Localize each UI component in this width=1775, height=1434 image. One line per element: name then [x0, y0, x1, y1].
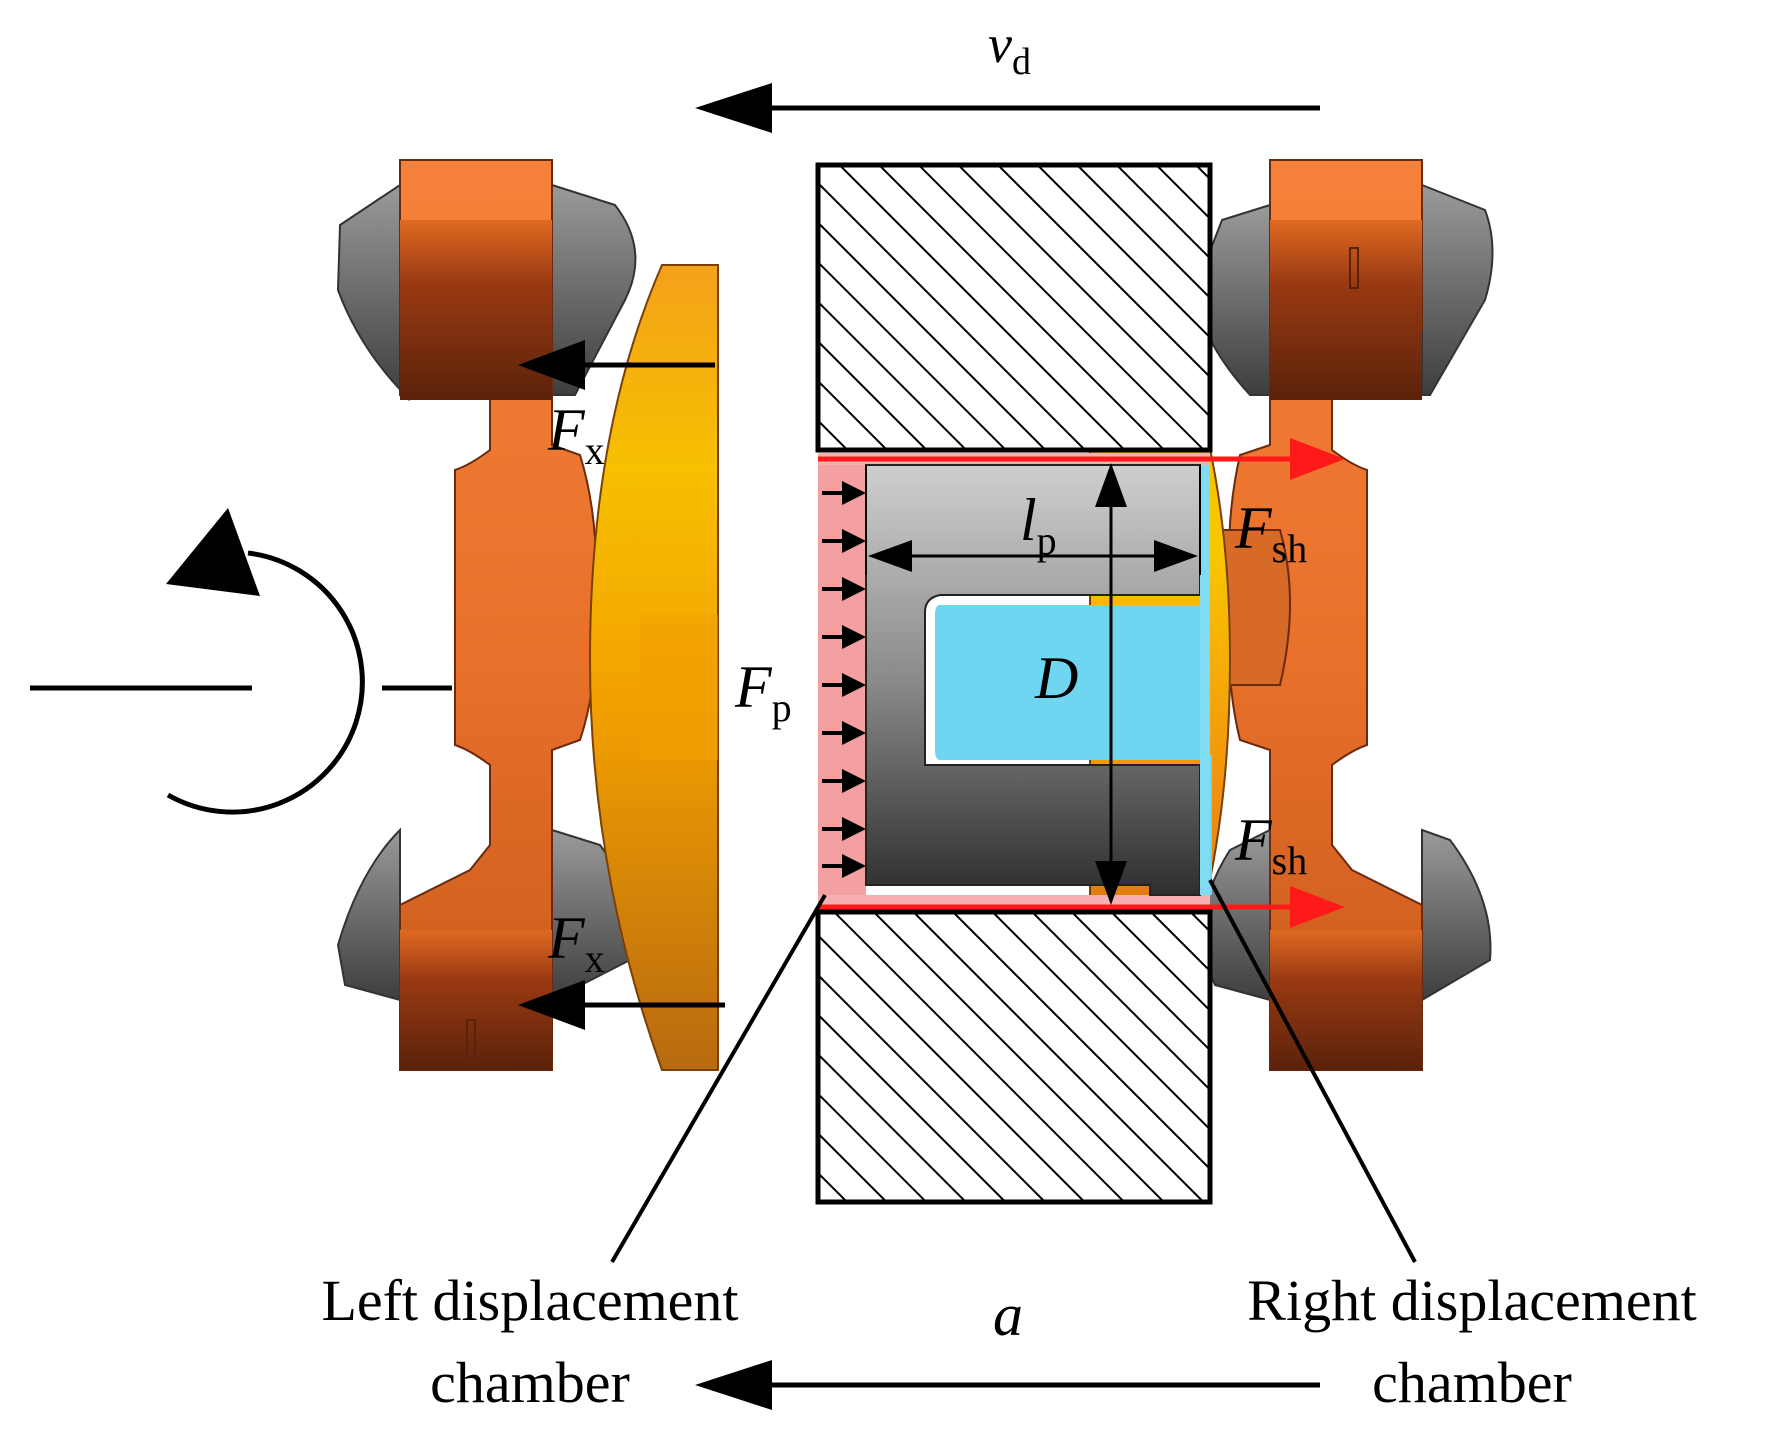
pressure-arrow-head — [842, 625, 866, 649]
right-yoke-gray-pad-top-right — [1421, 183, 1494, 396]
pressure-arrow-head — [842, 481, 866, 505]
cross-disk-left-inner — [640, 615, 718, 760]
left-yoke-slot — [466, 1019, 476, 1061]
left-chamber-label-line2: chamber — [430, 1350, 630, 1415]
pressure-arrow-head — [842, 854, 866, 878]
right-yoke — [1187, 159, 1494, 1071]
force-x-label-top: Fx — [547, 397, 605, 473]
shear-arrows — [818, 438, 1345, 928]
right-yoke-dark-pad-bottom — [1270, 930, 1422, 1070]
piston-block — [865, 464, 1201, 896]
force-x-arrow-bottom — [518, 980, 725, 1030]
force-p-label: Fp — [734, 654, 792, 730]
pressure-arrow-head — [842, 817, 866, 841]
hatched-block-top — [815, 162, 1213, 453]
left-yoke — [336, 159, 637, 1071]
velocity-arrow — [695, 83, 1320, 133]
pressure-arrows — [822, 481, 866, 878]
rotation-arrow-icon — [30, 508, 452, 815]
right-displacement-chamber — [935, 605, 1212, 895]
acceleration-arrow — [695, 1360, 1320, 1410]
velocity-label: vd — [988, 14, 1031, 83]
force-x-label-bottom: Fx — [547, 905, 605, 981]
pressure-arrow-head — [842, 769, 866, 793]
diameter-label: D — [1034, 645, 1078, 711]
dimension-lp — [865, 465, 1201, 575]
shear-arrow-bottom-head — [1290, 886, 1345, 928]
force-x-arrow-top — [518, 340, 715, 390]
pressure-arrow-head — [842, 577, 866, 601]
shear-arrow-top-head — [1290, 438, 1345, 480]
hatched-block-bottom — [815, 909, 1213, 1205]
pressure-arrow-head — [842, 721, 866, 745]
force-sh-label-bottom: Fsh — [1234, 807, 1307, 883]
right-yoke-slot — [1349, 247, 1359, 289]
left-yoke-gray-pad-bottom — [336, 827, 401, 1002]
right-yoke-dark-pad-top — [1270, 220, 1422, 400]
dimension-D — [1095, 463, 1127, 905]
right-chamber-label-line1: Right displacement — [1247, 1268, 1696, 1333]
right-chamber-leader — [1208, 879, 1417, 1263]
length-lp-label: lp — [1020, 487, 1057, 563]
right-chamber-label-line2: chamber — [1372, 1350, 1572, 1415]
left-yoke-dark-pad-top — [400, 220, 552, 400]
left-chamber-leader — [610, 893, 827, 1264]
left-yoke-gray-pad-top-right — [551, 183, 637, 396]
force-sh-label-top: Fsh — [1234, 495, 1307, 571]
right-yoke-gray-pad-bottom-right — [1421, 828, 1492, 1002]
right-chamber-strip — [1200, 465, 1210, 895]
pressure-arrow-head — [842, 529, 866, 553]
left-chamber-label-line1: Left displacement — [321, 1268, 738, 1333]
pressure-arrow-head — [842, 673, 866, 697]
acceleration-label: a — [993, 1282, 1023, 1348]
